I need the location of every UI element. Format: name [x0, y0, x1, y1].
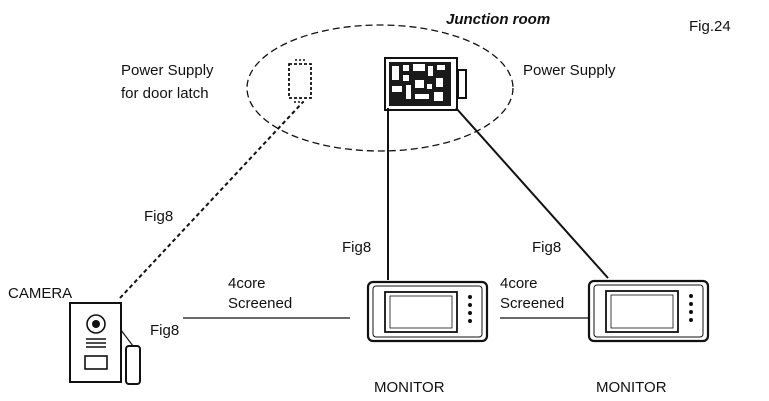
camera-label: CAMERA — [8, 285, 72, 302]
fig8-monitor2-label: Fig8 — [532, 239, 561, 256]
monitor2-icon — [587, 279, 710, 343]
figure-label: Fig.24 — [689, 18, 731, 35]
fig8-camera-label: Fig8 — [150, 322, 179, 339]
fig8-monitor1-label: Fig8 — [342, 239, 371, 256]
cable2-label-line2: Screened — [500, 295, 564, 312]
door-latch-supply-label-line1: Power Supply — [121, 62, 214, 79]
monitor1-icon — [366, 280, 489, 343]
junction-room-label: Junction room — [446, 11, 550, 28]
power-supply-board-icon — [384, 57, 467, 111]
cable1-label-line2: Screened — [228, 295, 292, 312]
cable2-label-line1: 4core — [500, 275, 538, 292]
fig8-dashed-label: Fig8 — [144, 208, 173, 225]
cable1-label-line1: 4core — [228, 275, 266, 292]
door-latch-power-supply-icon — [288, 59, 312, 103]
junction-room-ellipse — [246, 24, 514, 152]
door-latch-supply-label-line2: for door latch — [121, 85, 209, 102]
monitor1-label: MONITOR — [374, 379, 445, 396]
dashed-wire-camera-to-latch-supply — [119, 101, 304, 299]
wire-power-supply-to-monitor2 — [455, 107, 609, 279]
monitor2-label: MONITOR — [596, 379, 667, 396]
camera-door-station-icon — [69, 302, 141, 385]
power-supply-label: Power Supply — [523, 62, 616, 79]
